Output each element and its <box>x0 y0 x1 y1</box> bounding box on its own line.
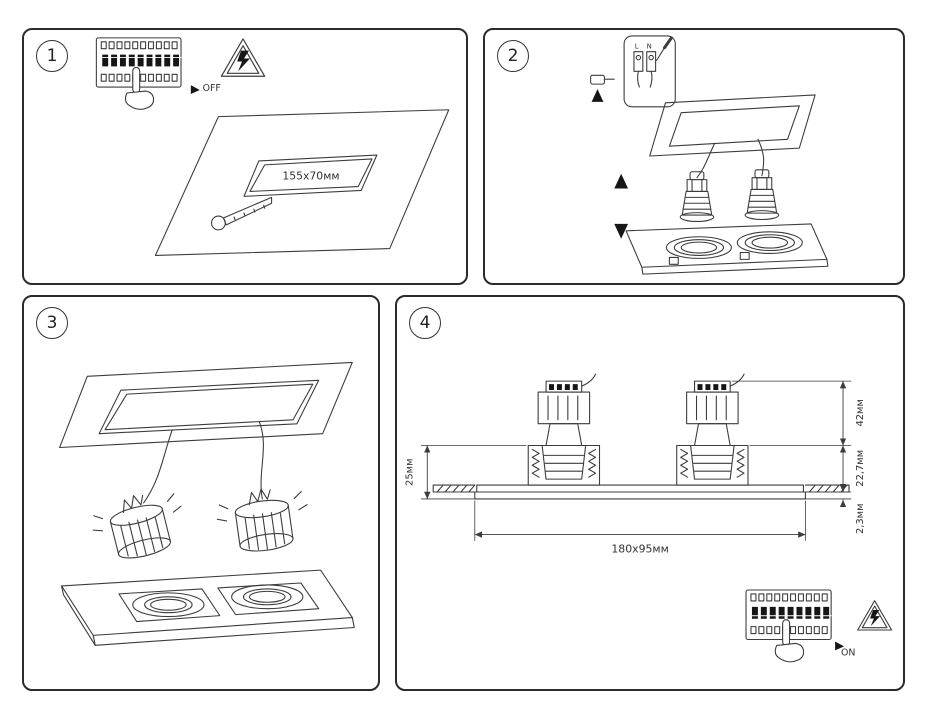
dim-above-ceiling-label: 42мм <box>855 399 866 426</box>
frame-illustration <box>625 223 829 275</box>
step-3-illustration <box>59 361 355 646</box>
off-arrow-icon <box>190 85 200 94</box>
spring <box>531 448 540 478</box>
motion-lines <box>92 493 182 532</box>
downlight-fixture-illustration <box>92 493 182 559</box>
insert-arrow-up-icon <box>614 173 629 189</box>
hand-icon <box>774 619 805 663</box>
saw-icon <box>210 196 273 231</box>
step-panel-1: 1 OFF <box>22 28 468 285</box>
hand-icon <box>124 66 155 110</box>
electric-warning-icon <box>220 38 266 77</box>
ceiling-cutout-illustration <box>59 361 353 449</box>
step-number-3: 3 <box>36 307 68 339</box>
on-arrow-icon <box>835 641 845 651</box>
fixture-wire <box>258 421 264 500</box>
ceiling-cutout-illustration <box>154 109 450 256</box>
step-1-illustration: OFF 155x70мм <box>95 37 450 256</box>
fixture-cross-section <box>676 373 749 486</box>
dim-trim-height-label: 2,3мм <box>855 503 866 534</box>
step-panel-4: 4 <box>395 295 905 691</box>
gu10-lamp-illustration <box>679 171 715 223</box>
breaker-toggles <box>102 54 180 67</box>
screwdriver-icon <box>656 36 673 62</box>
gu10-lamp-illustration <box>744 169 780 221</box>
step-4-illustration: 42мм 22,7мм 2,3мм 25мм 180x95мм ON <box>404 373 893 663</box>
step-number-2: 2 <box>497 40 529 72</box>
lamp-wire <box>757 138 765 177</box>
spring <box>680 448 689 478</box>
electric-warning-icon <box>857 600 893 631</box>
breaker-off-label: OFF <box>203 83 221 94</box>
breaker-panel-illustration <box>95 37 200 110</box>
breaker-on-label: ON <box>841 647 855 658</box>
dim-frame-size-label: 180x95мм <box>611 542 668 555</box>
mounting-plate-illustration <box>649 94 816 157</box>
dim-cutout-depth-label: 25мм <box>404 458 415 485</box>
terminal-connection-callout <box>590 35 676 108</box>
spring <box>736 448 745 478</box>
insert-arrow-down-icon <box>614 223 629 239</box>
cable-plug-icon <box>590 74 615 102</box>
spring <box>588 448 597 478</box>
step-panel-2: 2 <box>483 28 905 285</box>
breaker-toggles <box>751 606 830 619</box>
spring-clip <box>122 494 144 513</box>
lamp-wire <box>696 142 716 179</box>
dim-recess-depth-label: 22,7мм <box>855 450 866 487</box>
motion-lines <box>216 490 308 522</box>
step-2-illustration: L N <box>590 35 829 275</box>
downlight-fixture-illustration <box>216 488 308 552</box>
dimension-drawing <box>420 373 852 541</box>
push-up-arrow-icon <box>591 89 604 102</box>
spring-clip <box>248 488 271 506</box>
step-number-1: 1 <box>36 40 68 72</box>
breaker-panel-illustration <box>745 589 845 663</box>
step-panel-3: 3 <box>22 295 380 691</box>
fixture-wire <box>143 429 173 504</box>
terminal-block <box>633 51 657 88</box>
step-number-4: 4 <box>409 307 441 339</box>
terminal-labels: L N <box>635 43 655 51</box>
cutout-dimension-label: 155x70мм <box>282 170 339 183</box>
double-frame-illustration <box>61 569 355 646</box>
fixture-cross-section <box>527 373 601 486</box>
